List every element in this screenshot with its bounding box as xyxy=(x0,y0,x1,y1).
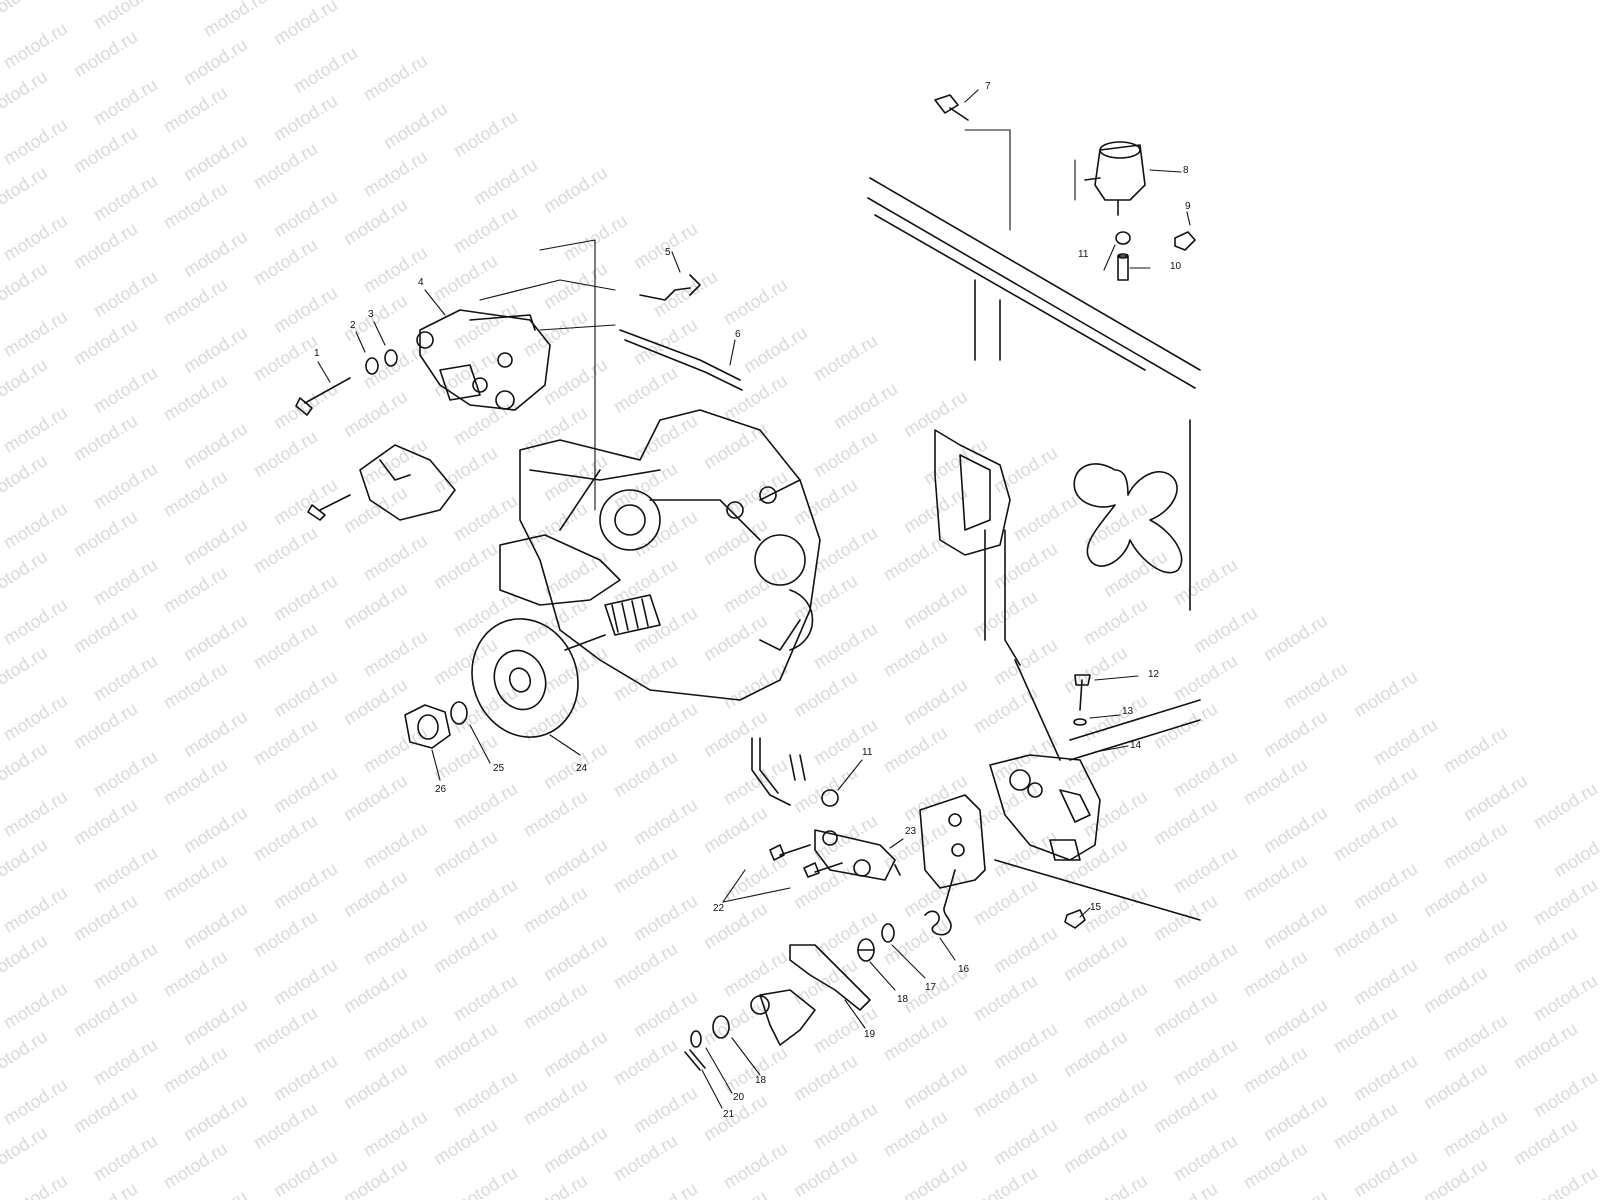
clamp-11-top xyxy=(1115,231,1131,245)
shaft-spline xyxy=(564,594,661,651)
bushing-18-a xyxy=(857,938,875,962)
bolt-22-a xyxy=(769,844,811,861)
callout-26: 26 xyxy=(435,784,447,795)
callout-12: 12 xyxy=(1148,669,1160,680)
callout-5: 5 xyxy=(665,247,671,258)
chaincase xyxy=(519,409,821,701)
callout-4: 4 xyxy=(418,277,424,288)
callout-19: 19 xyxy=(864,1029,876,1040)
callout-11-lower: 11 xyxy=(862,747,873,758)
callout-10: 10 xyxy=(1170,261,1182,272)
hose-6 xyxy=(619,329,743,391)
brake-pad-bracket xyxy=(359,444,456,521)
callout-18-b: 18 xyxy=(755,1075,767,1086)
callout-7: 7 xyxy=(985,81,991,92)
washer-2 xyxy=(365,357,379,375)
callout-3: 3 xyxy=(368,309,374,320)
washer-20 xyxy=(690,1030,702,1048)
bolt-22-b xyxy=(803,862,843,878)
nut-9 xyxy=(1174,231,1196,251)
brake-line-lower xyxy=(751,737,806,806)
callout-20: 20 xyxy=(733,1092,745,1103)
callout-11-top: 11 xyxy=(1078,249,1089,260)
leader-lines xyxy=(317,89,1191,1109)
washer-13 xyxy=(1073,718,1087,726)
callout-8: 8 xyxy=(1183,165,1189,176)
spring-16 xyxy=(924,869,956,936)
washer-25 xyxy=(450,701,468,725)
callout-15: 15 xyxy=(1090,902,1102,913)
callout-21: 21 xyxy=(723,1109,735,1120)
callout-18-a: 18 xyxy=(897,994,909,1005)
frame-bracket xyxy=(934,429,1011,556)
brake-caliper xyxy=(416,309,551,411)
brake-pedal-19 xyxy=(750,944,871,1046)
callout-24: 24 xyxy=(576,763,588,774)
master-cylinder-23 xyxy=(814,829,901,881)
washer-3 xyxy=(384,349,398,367)
callout-25: 25 xyxy=(493,763,505,774)
callout-13: 13 xyxy=(1122,706,1134,717)
frame-rails xyxy=(867,177,1201,921)
fitting-10 xyxy=(1117,253,1129,281)
callout-14: 14 xyxy=(1130,740,1142,751)
washer-17 xyxy=(881,923,895,943)
callout-17: 17 xyxy=(925,982,937,993)
fan-impeller xyxy=(1073,463,1183,574)
fitting-5 xyxy=(639,274,701,301)
callout-6: 6 xyxy=(735,329,741,340)
callout-22: 22 xyxy=(713,903,725,914)
nut-15 xyxy=(1064,909,1086,929)
bolt-1 xyxy=(295,377,351,416)
cotter-pin-21 xyxy=(684,1049,706,1071)
bolt-12 xyxy=(1074,674,1091,711)
callout-16: 16 xyxy=(958,964,970,975)
lever-mount-14 xyxy=(989,754,1101,861)
fitting-11-lower xyxy=(821,789,839,807)
callout-9: 9 xyxy=(1185,201,1191,212)
bolt-7 xyxy=(934,94,969,121)
reservoir-8 xyxy=(1084,141,1146,216)
bracket-plate xyxy=(919,794,986,889)
callout-1: 1 xyxy=(314,348,320,359)
bushing-18-b xyxy=(712,1015,730,1039)
mounting-bracket xyxy=(499,534,621,606)
nut-26 xyxy=(404,704,451,749)
pad-bolt xyxy=(307,494,351,521)
projection-lines xyxy=(479,129,1076,511)
brake-disc-24 xyxy=(471,618,579,738)
callout-23: 23 xyxy=(905,826,917,837)
callout-2: 2 xyxy=(350,320,356,331)
